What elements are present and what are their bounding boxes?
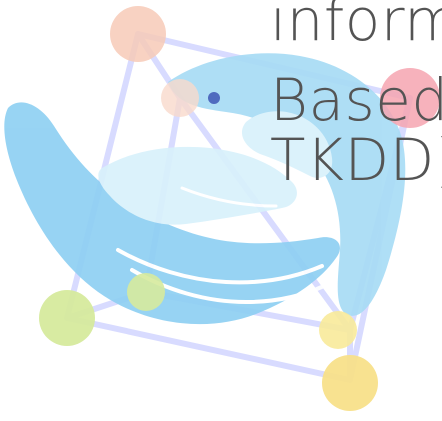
network-nodes <box>39 6 440 411</box>
node-peach-small <box>161 79 199 117</box>
hands-icon <box>4 53 406 325</box>
node-pink-right <box>380 68 440 128</box>
node-yellow-bottom <box>322 355 378 411</box>
node-green-small <box>127 273 165 311</box>
node-green-left <box>39 290 95 346</box>
node-yellow-small <box>319 311 357 349</box>
node-peach-top <box>110 6 166 62</box>
